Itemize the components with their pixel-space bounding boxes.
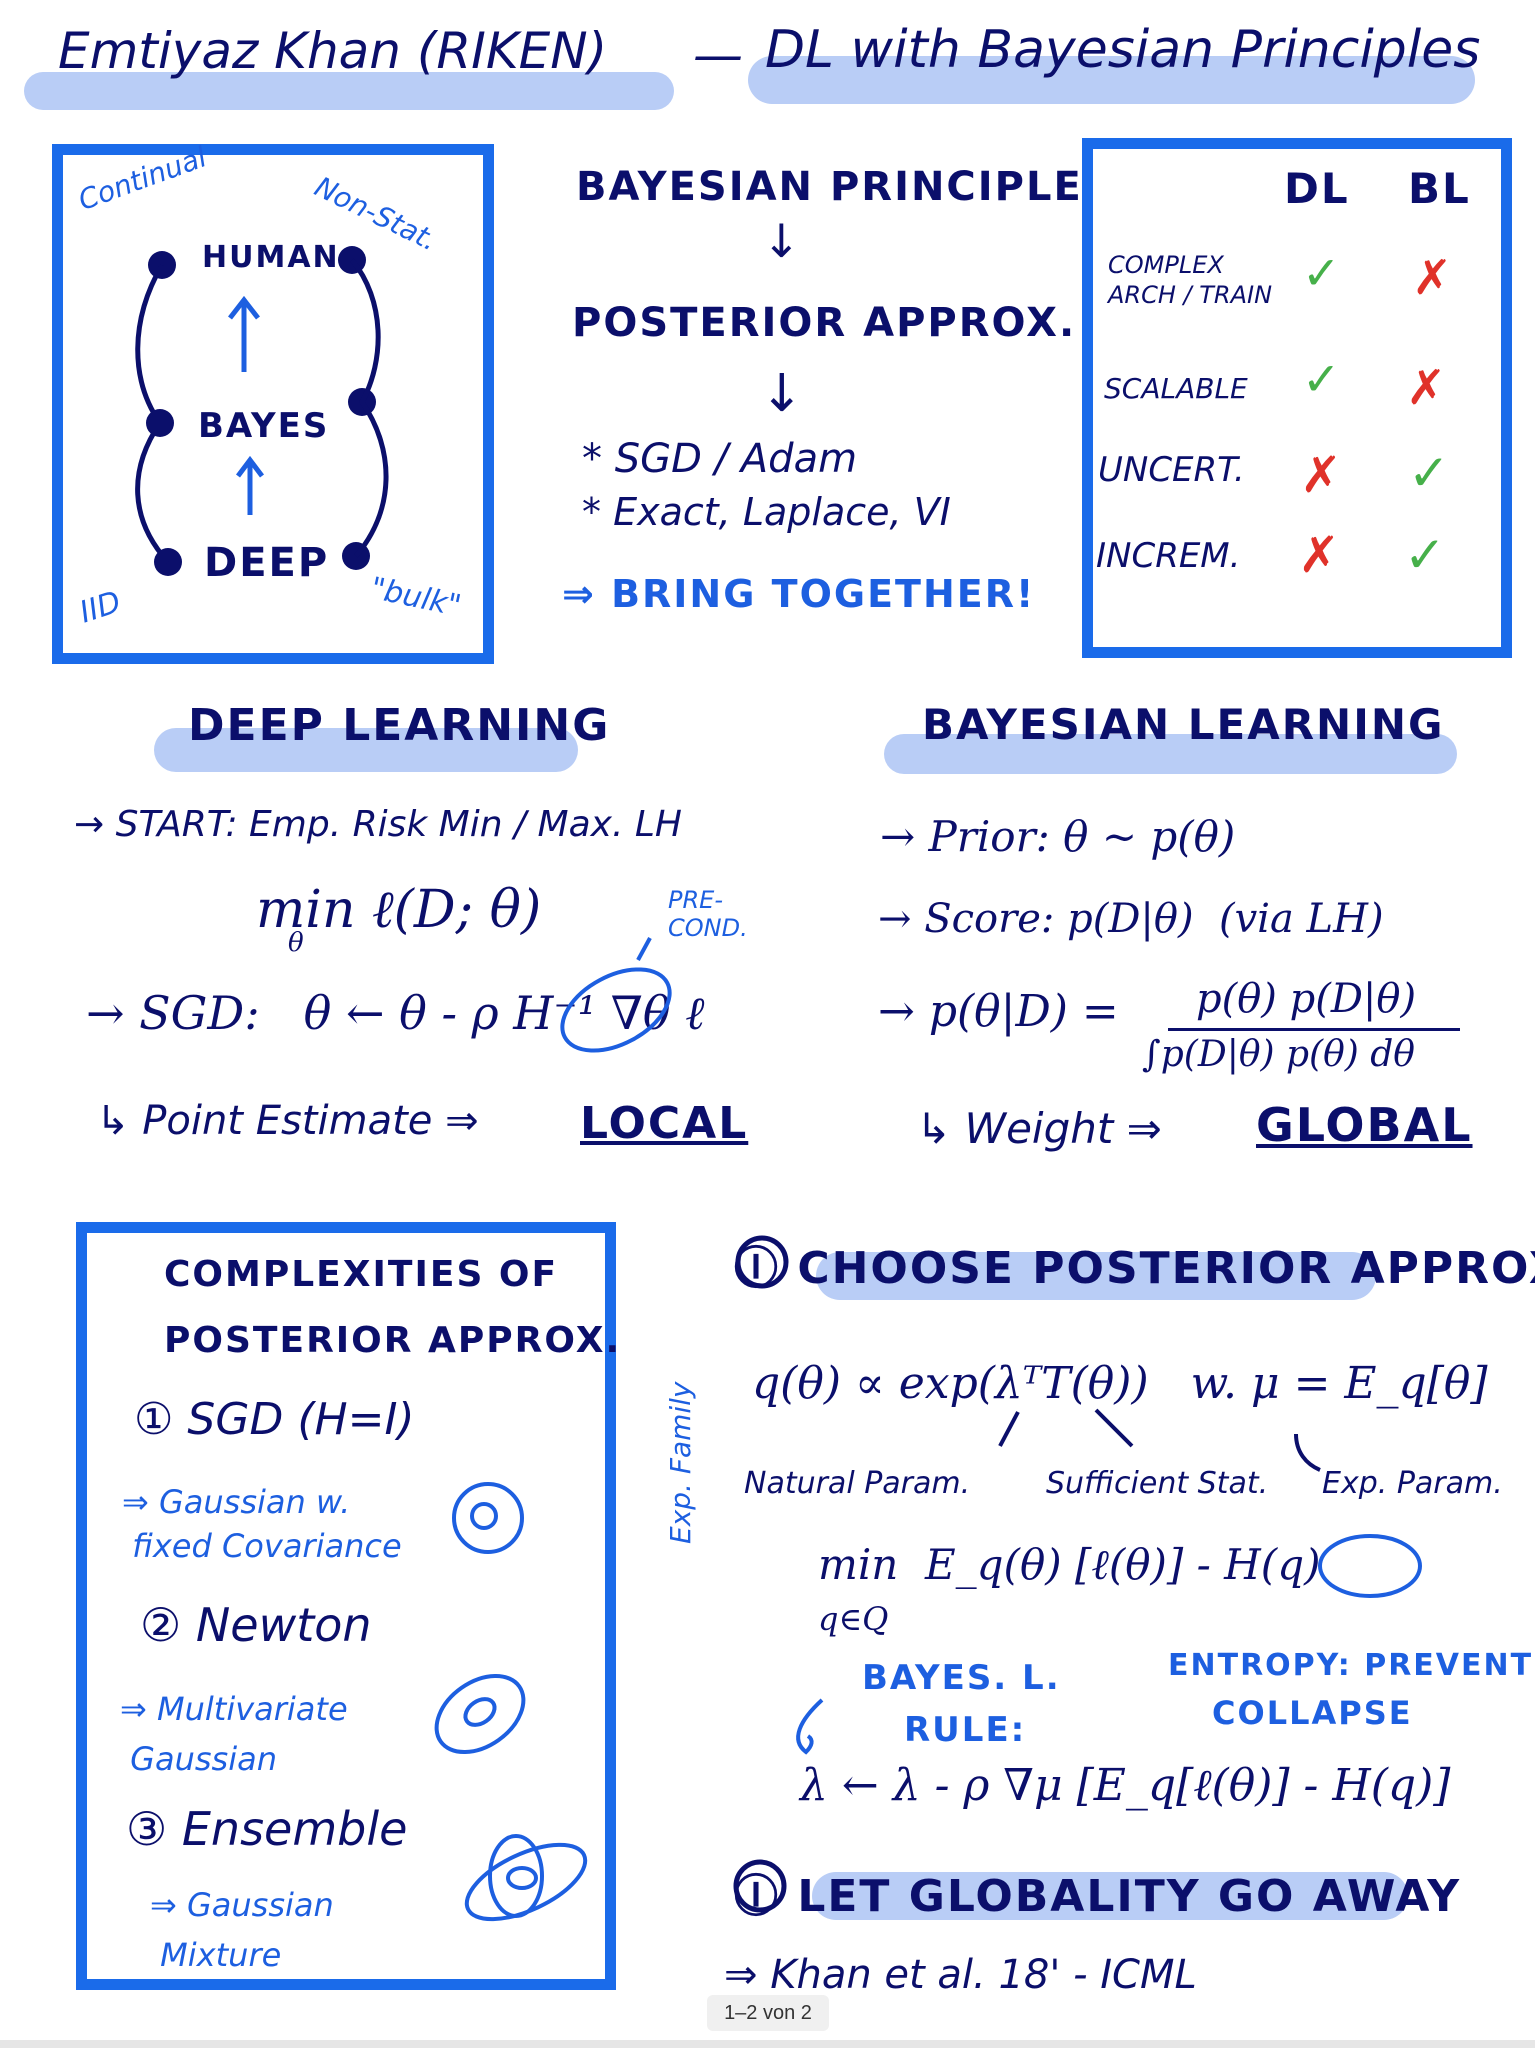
table-row-label-3: UNCERT.: [1098, 450, 1245, 490]
dl-objective-sub: θ: [288, 928, 304, 958]
level-bayes: BAYES: [198, 406, 330, 446]
comparison-box: [1082, 138, 1512, 658]
section-two-highlight: [812, 1872, 1408, 1920]
table-header-bl: BL: [1408, 164, 1471, 213]
principle-top: BAYESIAN PRINCIPLE: [576, 164, 1083, 210]
gaussian-fixed-icon: [452, 1482, 524, 1554]
section-two-heading: Ⓘ LET GLOBALITY GO AWAY: [734, 1871, 1462, 1922]
dl-start: → START: Emp. Risk Min / Max. LH: [74, 804, 682, 845]
bayesian-learning-heading: BAYESIAN LEARNING: [922, 700, 1445, 749]
table-row-4-bl: ✓: [1404, 526, 1446, 584]
table-row-label-2: SCALABLE: [1104, 372, 1248, 405]
dl-objective: min ℓ(D; θ): [256, 880, 542, 940]
complexity-item-1: ① SGD (H=I): [134, 1394, 415, 1445]
title-right: DL with Bayesian Principles: [765, 20, 1481, 80]
principle-conclusion: ⇒ BRING TOGETHER!: [562, 572, 1036, 616]
bl-weight: ↳ Weight ⇒: [916, 1104, 1162, 1153]
section-two-ref: ⇒ Khan et al. 18' - ICML: [724, 1952, 1197, 1998]
principle-middle: POSTERIOR APPROX.: [572, 300, 1077, 346]
arrow-down-1-icon: ↓: [762, 214, 801, 268]
table-row-1-bl: ✗: [1412, 250, 1453, 306]
title-right-highlight: [748, 56, 1475, 104]
numeral-two-circle-icon: [733, 1859, 787, 1913]
principle-item-1: * SGD / Adam: [582, 436, 858, 482]
table-row-2-bl: ✗: [1406, 360, 1447, 416]
bl-score: → Score: p(D|θ) (via LH): [878, 896, 1384, 942]
section-one-update: λ ← λ - ρ ∇μ [E_q[ℓ(θ)] - H(q)]: [800, 1760, 1451, 1811]
dl-point-result: LOCAL: [580, 1098, 749, 1149]
bl-fraction-line: [1168, 1028, 1460, 1031]
label-sufficient-stat: Sufficient Stat.: [1046, 1466, 1269, 1501]
table-header-dl: DL: [1284, 164, 1350, 213]
table-row-2-dl: ✓: [1302, 352, 1341, 406]
table-row-label-4: INCREM.: [1096, 536, 1241, 576]
complexity-note-2: ⇒ Multivariate Gaussian: [120, 1690, 348, 1778]
table-row-3-dl: ✗: [1300, 446, 1342, 504]
complexity-note-1: ⇒ Gaussian w. fixed Covariance: [122, 1483, 402, 1565]
page-indicator: 1–2 von 2: [707, 1995, 829, 2031]
deep-learning-heading: DEEP LEARNING: [188, 700, 611, 751]
principle-item-2: * Exact, Laplace, VI: [582, 490, 951, 534]
bl-weight-result: GLOBAL: [1256, 1098, 1473, 1152]
bayesian-learning-highlight: [884, 734, 1457, 774]
h-inverse-highlight-icon: [560, 967, 672, 1053]
table-row-label-1: COMPLEX ARCH / TRAIN: [1108, 251, 1273, 309]
section-one-min: min E_q(θ) [ℓ(θ)] - H(q): [818, 1540, 1321, 1589]
bayes-rule-2: RULE:: [904, 1710, 1027, 1750]
continuum-box: [52, 144, 494, 664]
bottom-bar: [0, 2040, 1535, 2048]
entropy-note-2: COLLAPSE: [1212, 1694, 1413, 1732]
arrow-up-2-icon: [236, 455, 264, 515]
level-deep: DEEP: [204, 540, 330, 586]
label-exp-param: Exp. Param.: [1322, 1466, 1503, 1501]
title-dash: —: [693, 26, 743, 84]
bl-posterior-num: p(θ) p(D|θ): [1196, 976, 1417, 1022]
entropy-note-1: ENTROPY: PREVENT: [1168, 1648, 1534, 1683]
complexities-title-1: COMPLEXITIES OF: [164, 1254, 559, 1295]
bl-posterior-den: ∫p(D|θ) p(θ) dθ: [1142, 1034, 1415, 1075]
complexities-box: [76, 1222, 616, 1990]
title-left: Emtiyaz Khan (RIKEN): [58, 22, 608, 80]
section-one-heading: Ⓘ CHOOSE POSTERIOR APPROX.: [734, 1243, 1535, 1294]
section-one-min-sub: q∈Q: [818, 1600, 889, 1638]
bl-prior: → Prior: θ ~ p(θ): [880, 812, 1236, 861]
gaussian-mixture-icon: [464, 1834, 588, 1922]
label-natural-param: Natural Param.: [744, 1466, 971, 1501]
bl-posterior-left: → p(θ|D) =: [878, 986, 1119, 1037]
section-one-formula: q(θ) ∝ exp(λᵀT(θ)) w. μ = E_q[θ]: [752, 1358, 1488, 1409]
table-row-4-dl: ✗: [1298, 526, 1340, 584]
deep-learning-highlight: [154, 728, 578, 772]
table-row-1-dl: ✓: [1302, 246, 1341, 300]
table-row-3-bl: ✓: [1408, 444, 1450, 502]
dl-sgd: → SGD: θ ← θ - ρ H⁻¹ ∇θ ℓ: [86, 986, 705, 1040]
entropy-highlight-icon: [1318, 1534, 1422, 1598]
complexity-item-3: ③ Ensemble: [126, 1802, 408, 1856]
complexity-note-3: ⇒ Gaussian Mixture: [150, 1886, 334, 1974]
complexity-item-2: ② Newton: [140, 1598, 372, 1652]
bayes-rule-1: BAYES. L.: [862, 1658, 1061, 1698]
level-human: HUMAN: [202, 240, 340, 275]
numeral-one-circle-icon: [735, 1235, 789, 1289]
complexities-title-2: POSTERIOR APPROX.: [164, 1320, 622, 1361]
dl-precond: PRE- COND.: [668, 886, 748, 942]
dl-point: ↳ Point Estimate ⇒: [96, 1098, 479, 1144]
section-one-highlight: [816, 1252, 1376, 1300]
title-left-highlight: [24, 72, 674, 110]
arrow-down-2-icon: ↓: [760, 364, 804, 424]
arrow-up-1-icon: [228, 295, 260, 372]
gaussian-multivariate-icon: [434, 1673, 526, 1755]
